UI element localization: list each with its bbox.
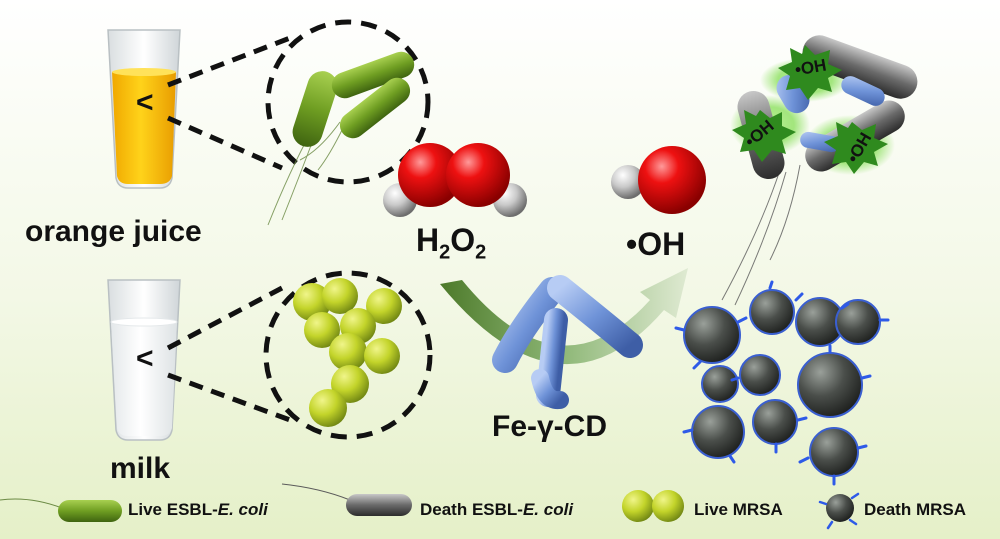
legend-dead-mrsa-icon (818, 492, 860, 530)
catalyst-label: Fe-γ-CD (492, 410, 608, 443)
hydroxyl-label: •OH (626, 226, 686, 262)
legend-dead-mrsa-label: Death MRSA (864, 500, 967, 519)
h2o2-molecule (383, 143, 527, 217)
h2o2-o: O (450, 222, 476, 258)
zoom-lines-bottom (166, 285, 291, 423)
juice-less-than-sign: < (136, 86, 154, 119)
legend-live-ecoli-prefix: Live ESBL- (128, 500, 218, 519)
legend-dead-ecoli-icon (281, 483, 412, 516)
legend-dead-ecoli-prefix: Death ESBL- (420, 500, 523, 519)
legend-dead-ecoli-species: E. coli (522, 500, 574, 519)
zoom-lines-top (166, 35, 291, 171)
milk-less-than-sign: < (136, 342, 154, 375)
legend-live-ecoli-label: Live ESBL-E. coli (128, 500, 268, 520)
live-mrsa-cluster (293, 278, 402, 427)
legend-live-ecoli-species: E. coli (217, 500, 268, 519)
legend-live-mrsa-label: Live MRSA (694, 500, 783, 519)
milk-glass (107, 279, 181, 441)
orange-juice-glass (107, 29, 181, 189)
hydroxyl-molecule (611, 146, 706, 214)
legend-live-ecoli-icon (0, 498, 122, 522)
legend-dead-ecoli-label: Death ESBL-E. coli (420, 500, 573, 520)
live-ecoli-cluster (267, 51, 415, 226)
milk-label: milk (110, 452, 171, 485)
h2o2-h: H (416, 222, 440, 258)
h2o2-sub-2: 2 (475, 241, 487, 264)
legend-live-mrsa-icon (622, 490, 684, 522)
zoom-circle-top (265, 19, 431, 185)
dead-mrsa-cluster (674, 280, 890, 486)
dead-ecoli-cluster (721, 35, 918, 306)
h2o2-label: H2O2 (416, 222, 486, 264)
fe-gamma-cd-catalyst (492, 275, 643, 410)
orange-juice-label: orange juice (25, 215, 202, 248)
h2o2-sub-1: 2 (439, 241, 451, 264)
zoom-circle-bottom (263, 270, 433, 440)
